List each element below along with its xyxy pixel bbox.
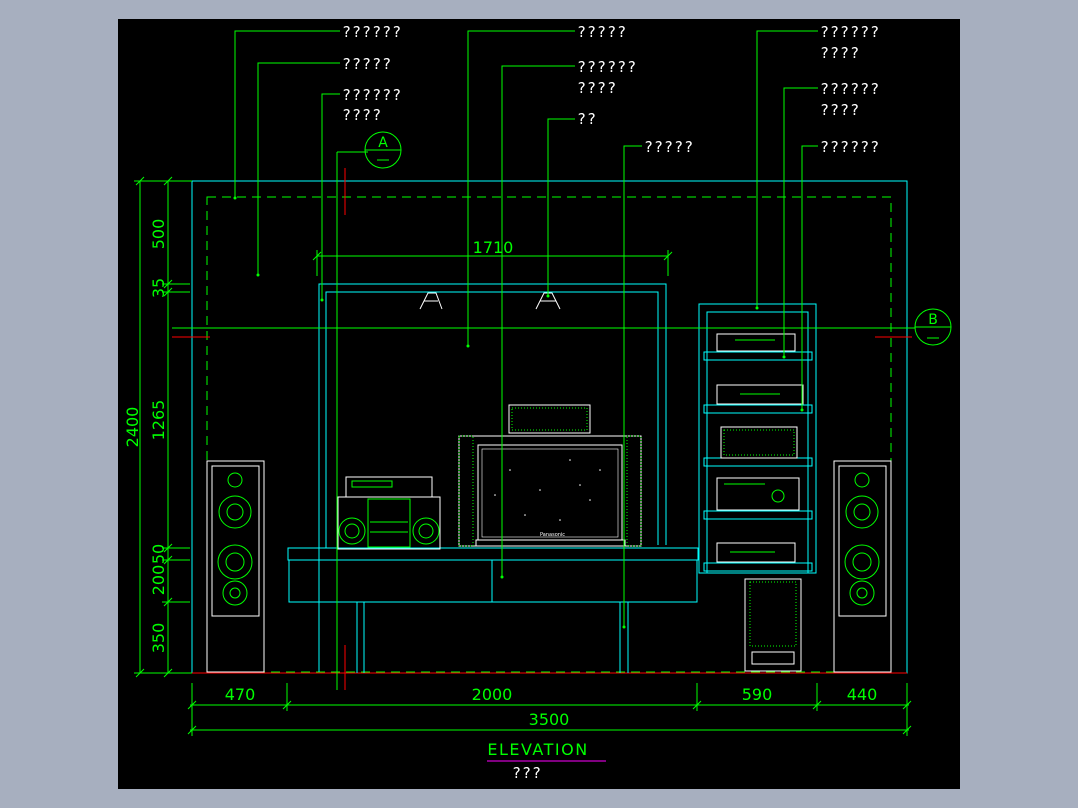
horizontal-dimension-labels: 1710 470 2000 590 440 3500 [225, 238, 878, 729]
elevation-drawing: Panasonic [123, 23, 952, 782]
spotlight-left [419, 292, 443, 310]
ceiling-dashed-line [206, 196, 892, 673]
drawing-title: ELEVATION [487, 740, 588, 759]
callout-m2a: ?????? [577, 58, 637, 76]
callout-l3a: ?????? [342, 86, 402, 104]
wall-outline [191, 180, 908, 674]
callout-r1b: ???? [820, 44, 860, 62]
tv-cabinet [287, 547, 699, 673]
equipment-shelf [698, 303, 817, 574]
dim-590: 590 [742, 685, 773, 704]
shelf-equipment [716, 333, 804, 563]
section-marker-a: A [378, 135, 388, 151]
section-marker-b: B [928, 312, 938, 328]
cad-viewport[interactable]: Panasonic [118, 19, 960, 789]
dim-470: 470 [225, 685, 256, 704]
callout-m4: ????? [644, 138, 694, 156]
callout-l3b: ???? [342, 106, 382, 124]
callout-l1: ?????? [342, 23, 402, 41]
callout-r2b: ???? [820, 101, 860, 119]
dim-2400: 2400 [123, 407, 142, 448]
dim-200: 200 [149, 565, 168, 596]
section-line-a: A [336, 131, 402, 690]
callout-r2a: ?????? [820, 80, 880, 98]
dim-500: 500 [149, 219, 168, 250]
mini-hifi-system [337, 476, 441, 550]
callout-labels: ?????? ????? ?????? ???? ????? ?????? ??… [342, 23, 880, 156]
vertical-dimension-labels: 2400 500 35 1265 50 200 350 [123, 219, 168, 654]
vertical-dimensions [134, 176, 192, 678]
dim-3500: 3500 [529, 710, 570, 729]
callout-r3: ?????? [820, 138, 880, 156]
leader-dots [233, 196, 804, 629]
tv-brand-label: Panasonic [540, 532, 565, 538]
subwoofer [744, 578, 802, 672]
dim-2000: 2000 [472, 685, 513, 704]
dim-1710: 1710 [473, 238, 514, 257]
leader-lines [234, 30, 818, 627]
television: Panasonic [458, 435, 642, 547]
horizontal-dimensions [187, 250, 912, 736]
callout-m1: ????? [577, 23, 627, 41]
drawing-subtitle: ??? [512, 764, 542, 782]
dim-350: 350 [149, 623, 168, 654]
floor-speaker-left [206, 460, 265, 673]
floor-speaker-right [833, 460, 892, 673]
callout-r1a: ?????? [820, 23, 880, 41]
callout-m3: ?? [577, 110, 597, 128]
dim-1265: 1265 [149, 400, 168, 441]
section-line-b: B [172, 308, 952, 346]
dim-50: 50 [149, 544, 168, 564]
dim-35: 35 [149, 278, 168, 298]
callout-m2b: ???? [577, 79, 617, 97]
callout-l2: ????? [342, 55, 392, 73]
dim-440: 440 [847, 685, 878, 704]
center-speaker [508, 404, 591, 434]
tv-recess [318, 283, 667, 672]
title-block: ELEVATION ??? [487, 740, 606, 782]
